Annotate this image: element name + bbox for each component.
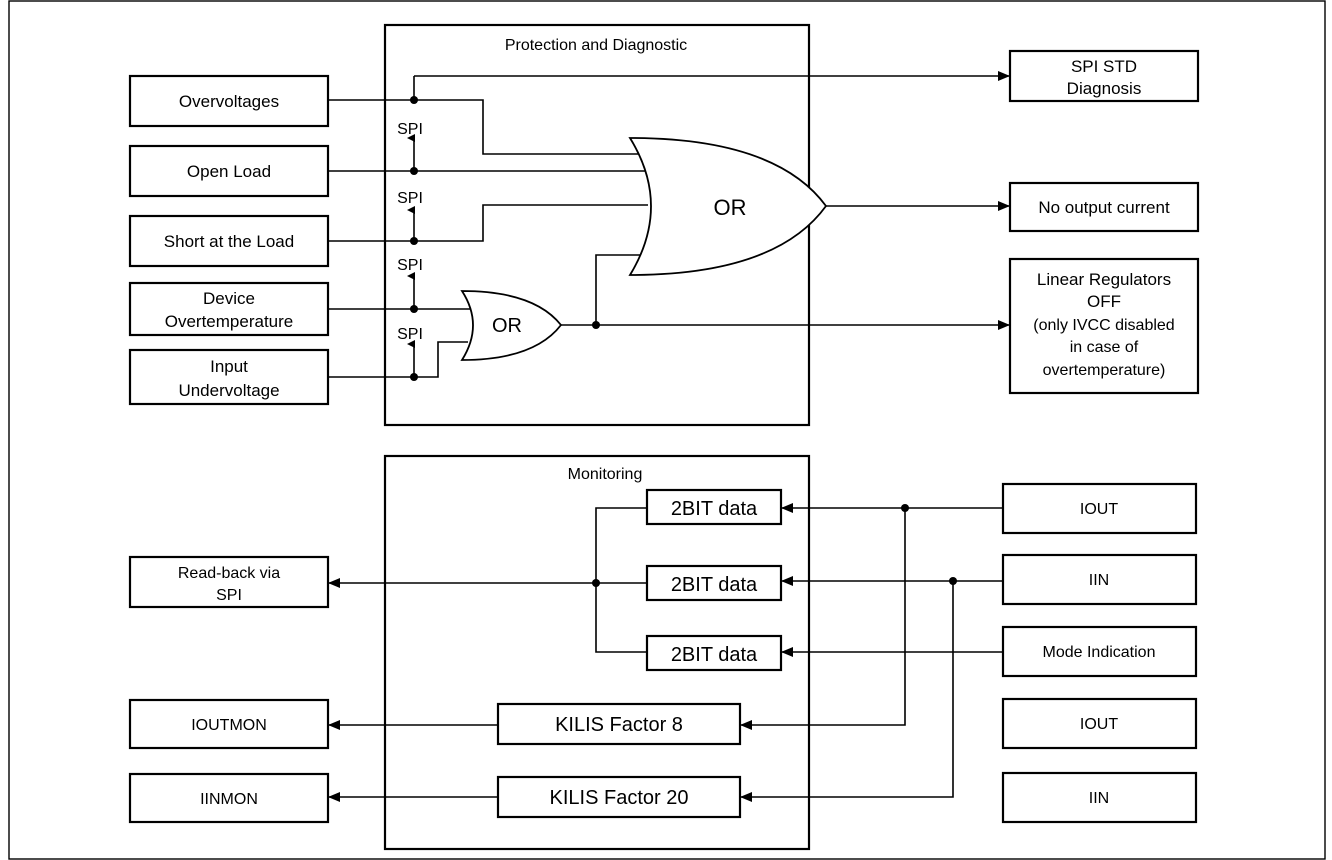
spi-std-diagnosis-box <box>1008 49 1200 103</box>
linear-regulators-label-3: (only IVCC disabled <box>1033 317 1174 334</box>
device-overtemp-label-1: Device <box>203 289 255 308</box>
junction-dot <box>592 321 600 329</box>
readback-label-1: Read-back via <box>178 565 280 582</box>
readback-spi-box <box>128 555 330 609</box>
iin-bottom-label: IIN <box>1089 790 1109 807</box>
small-or-to-main-wire <box>595 254 644 325</box>
or-gate-small <box>460 290 563 361</box>
readback-label-2: SPI <box>216 587 242 604</box>
junction-dot <box>410 373 418 381</box>
iout-top-label: IOUT <box>1080 501 1118 518</box>
kilis-factor-8-label: KILIS Factor 8 <box>555 714 683 736</box>
iin-bottom-box <box>1001 771 1198 824</box>
kilis-factor-20-label: KILIS Factor 20 <box>550 787 689 809</box>
device-overtemp-box <box>128 281 330 337</box>
iin-top-box <box>1001 553 1198 606</box>
input-undervoltage-label-2: Undervoltage <box>178 381 279 400</box>
device-overtemp-label-2: Overtemperature <box>165 312 294 331</box>
iin-top-label: IIN <box>1089 572 1109 589</box>
open-load-label: Open Load <box>187 162 271 181</box>
iout-top-box <box>1001 482 1198 535</box>
linear-regulators-box <box>1008 257 1200 395</box>
2bit-data-block-1 <box>645 488 783 526</box>
2bit-data-block-3 <box>645 634 783 672</box>
monitoring-title: Monitoring <box>568 466 643 483</box>
no-output-current-label: No output current <box>1038 198 1170 217</box>
no-output-current-box <box>1008 181 1200 233</box>
spi-label-2: SPI <box>397 190 423 207</box>
junction-dot <box>592 579 600 587</box>
2bit-data-label-1: 2BIT data <box>671 498 758 520</box>
2bit-data-label-2: 2BIT data <box>671 574 758 596</box>
page-border <box>8 0 1326 860</box>
overvoltages-wire <box>328 99 641 155</box>
junction-dot <box>410 167 418 175</box>
spi-label-3: SPI <box>397 257 423 274</box>
linear-regulators-label-2: OFF <box>1087 292 1121 311</box>
overvoltages-label: Overvoltages <box>179 92 279 111</box>
iout-bottom-box <box>1001 697 1198 750</box>
short-load-label: Short at the Load <box>164 232 294 251</box>
short-load-box <box>128 214 330 268</box>
undervoltage-wire <box>328 341 468 378</box>
iinmon-box <box>128 772 330 824</box>
junction-dot <box>410 305 418 313</box>
spi-label-4: SPI <box>397 326 423 343</box>
junction-dot <box>410 96 418 104</box>
or-gate-main-label: OR <box>714 195 747 220</box>
kilis-factor-20-block <box>496 775 742 819</box>
short-load-wire <box>328 204 648 242</box>
protection-title: Protection and Diagnostic <box>505 37 687 54</box>
or-gate-main <box>628 137 828 276</box>
2bit-data-block-2 <box>645 564 783 602</box>
2bit-data-label-3: 2BIT data <box>671 644 758 666</box>
ioutmon-label: IOUTMON <box>191 717 267 734</box>
linear-regulators-label-4: in case of <box>1070 339 1139 356</box>
iin-to-kilis20-wire <box>740 581 954 802</box>
linear-regulators-label-1: Linear Regulators <box>1037 270 1171 289</box>
iout-to-kilis8-wire <box>740 508 906 730</box>
mode-indication-box <box>1001 625 1198 678</box>
iout-bottom-label: IOUT <box>1080 716 1118 733</box>
spi-std-label-1: SPI STD <box>1071 57 1137 76</box>
input-undervoltage-label-1: Input <box>210 357 248 376</box>
or-gate-small-label: OR <box>492 315 522 337</box>
spi-label-1: SPI <box>397 121 423 138</box>
input-undervoltage-box <box>128 348 330 406</box>
iinmon-label: IINMON <box>200 791 258 808</box>
junction-dot <box>410 237 418 245</box>
junction-dot <box>901 504 909 512</box>
spi-std-label-2: Diagnosis <box>1067 79 1142 98</box>
junction-dot <box>949 577 957 585</box>
kilis-factor-8-block <box>496 702 742 746</box>
overvoltages-box <box>128 74 330 128</box>
linear-regulators-label-5: overtemperature) <box>1043 362 1166 379</box>
mode-indication-label: Mode Indication <box>1043 644 1156 661</box>
